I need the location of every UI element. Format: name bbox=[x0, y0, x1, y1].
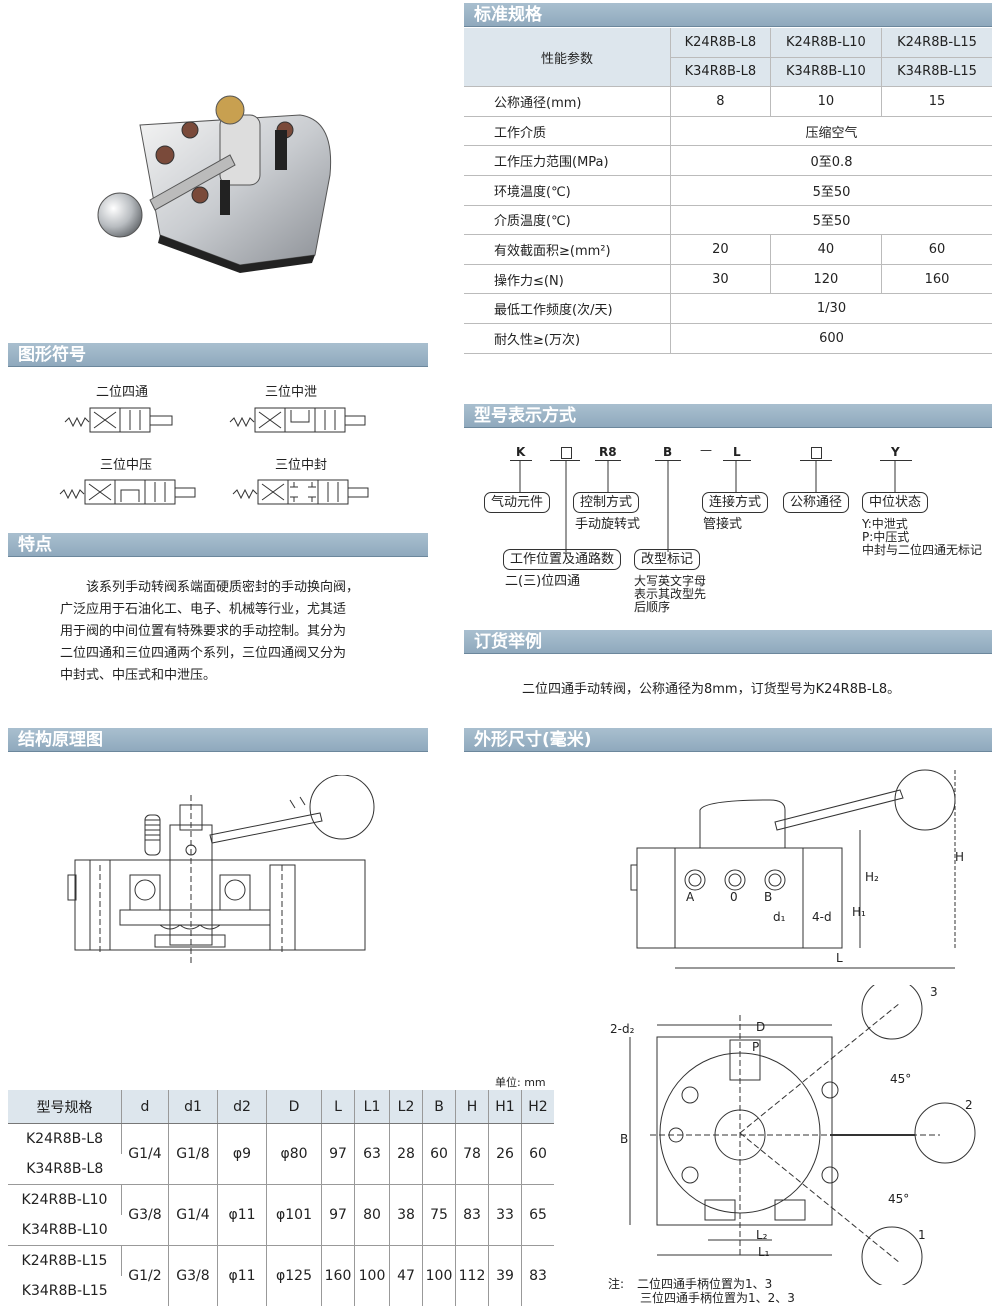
note-mid: Y:中泄式 P:中压式 中封与二位四通无标记 bbox=[862, 517, 983, 557]
spec-model: K34R8B-L15 bbox=[881, 57, 992, 88]
box-bore: 公称通径 bbox=[783, 492, 850, 513]
label-H1: H₁ bbox=[852, 905, 866, 919]
label-O: 0 bbox=[730, 890, 738, 904]
note-line2: 三位四通手柄位置为1、2、3 bbox=[640, 1291, 795, 1305]
symbol-label: 三位中泄 bbox=[265, 385, 318, 400]
label-B: B bbox=[764, 890, 773, 904]
label-L: L bbox=[836, 951, 843, 965]
spec-model: K34R8B-L10 bbox=[770, 57, 882, 88]
section-header-model: 型号表示方式 bbox=[464, 404, 992, 428]
section-header-structure: 结构原理图 bbox=[8, 728, 428, 752]
outline-front-view bbox=[630, 769, 956, 969]
features-text: 该系列手动转阀系端面硬质密封的手动换向阀， 广泛应用于石油化工、电子、机械等行业… bbox=[60, 580, 360, 683]
spec-row: 耐久性≥(万次)600 bbox=[464, 323, 992, 354]
code-Y: Y bbox=[891, 445, 900, 459]
note-connection: 管接式 bbox=[703, 517, 743, 532]
table-row: K24R8B-L10 G3/8 G1/4 φ11 φ101 97 80 38 7… bbox=[8, 1184, 554, 1246]
section-header-features: 特点 bbox=[8, 533, 428, 557]
spec-table: 性能参数 K24R8B-L8 K24R8B-L10 K24R8B-L15 K34… bbox=[464, 28, 992, 354]
table-row: K24R8B-L15 G1/2 G3/8 φ11 φ125 160 100 47… bbox=[8, 1245, 554, 1306]
note-control: 手动旋转式 bbox=[575, 517, 641, 532]
box-position: 工作位置及通路数 bbox=[503, 549, 622, 570]
code-B: B bbox=[663, 445, 673, 459]
box-revision: 改型标记 bbox=[634, 549, 701, 570]
code-L: L bbox=[733, 445, 741, 459]
symbol-label: 三位中压 bbox=[100, 458, 153, 473]
order-text: 二位四通手动转阀，公称通径为8mm，订货型号为K24R8B-L8。 bbox=[522, 682, 901, 697]
code-placeholder bbox=[561, 447, 572, 459]
section-header-spec: 标准规格 bbox=[464, 3, 992, 27]
label-angle2: 45° bbox=[888, 1192, 910, 1206]
table-row: K24R8B-L8 G1/4 G1/8 φ9 φ80 97 63 28 60 7… bbox=[8, 1123, 554, 1185]
outline-top-view bbox=[629, 985, 976, 1285]
section-header-order: 订货举例 bbox=[464, 630, 992, 654]
unit-label: 单位: mm bbox=[495, 1076, 546, 1089]
label-angle1: 45° bbox=[890, 1072, 912, 1086]
spec-model: K24R8B-L8 bbox=[670, 28, 771, 58]
spec-row: 环境温度(℃)5至50 bbox=[464, 175, 992, 206]
model-code-lines bbox=[519, 460, 896, 552]
dimension-table: 型号规格 d d1 d2 D L L1 L2 B H H1 H2 K24R8B-… bbox=[8, 1090, 554, 1306]
symbol-2pos-4way bbox=[64, 407, 173, 433]
spec-row: 工作压力范围(MPa)0至0.8 bbox=[464, 145, 992, 176]
symbol-3pos-pressure bbox=[59, 479, 196, 505]
spec-row: 最低工作频度(次/天)1/30 bbox=[464, 293, 992, 324]
symbol-3pos-exhaust bbox=[229, 407, 366, 433]
label-L2: L₂ bbox=[756, 1228, 768, 1242]
spec-param-header: 性能参数 bbox=[464, 28, 671, 88]
label-L1: L₁ bbox=[758, 1245, 770, 1259]
label-H2: H₂ bbox=[865, 870, 879, 884]
note-label: 注: bbox=[608, 1277, 625, 1291]
box-connection: 连接方式 bbox=[702, 492, 769, 513]
label-4d: 4-d bbox=[812, 910, 832, 924]
section-header-symbols: 图形符号 bbox=[8, 343, 428, 367]
spec-model: K34R8B-L8 bbox=[670, 57, 771, 88]
note-position: 二(三)位四通 bbox=[505, 574, 581, 589]
section-header-outline: 外形尺寸(毫米) bbox=[464, 728, 992, 752]
spec-row: 介质温度(℃)5至50 bbox=[464, 205, 992, 236]
box-midstate: 中位状态 bbox=[862, 492, 929, 513]
product-photo bbox=[97, 95, 332, 273]
symbol-label: 三位中封 bbox=[275, 458, 328, 473]
table-row: K34R8B-L8 bbox=[8, 1154, 554, 1185]
note-revision: 大写英文字母 表示其改型先 后顺序 bbox=[634, 574, 707, 614]
note-line1: 二位四通手柄位置为1、3 bbox=[637, 1277, 773, 1291]
label-2d2: 2-d₂ bbox=[610, 1022, 635, 1036]
label-pos3: 3 bbox=[930, 985, 938, 999]
table-row: K34R8B-L10 bbox=[8, 1215, 554, 1246]
structure-drawing bbox=[67, 775, 375, 965]
box-control: 控制方式 bbox=[573, 492, 640, 513]
symbol-3pos-closed bbox=[232, 479, 369, 505]
label-B-side: B bbox=[620, 1132, 629, 1146]
label-pos1: 1 bbox=[918, 1228, 926, 1242]
label-d1: d₁ bbox=[773, 910, 786, 924]
code-R8: R8 bbox=[599, 445, 617, 459]
spec-model: K24R8B-L15 bbox=[881, 28, 992, 58]
label-D: D bbox=[756, 1020, 766, 1034]
box-pneumatic: 气动元件 bbox=[484, 492, 551, 513]
code-placeholder bbox=[811, 447, 822, 459]
label-H: H bbox=[955, 850, 965, 864]
label-pos2: 2 bbox=[965, 1098, 973, 1112]
code-dash: — bbox=[700, 443, 712, 457]
label-P: P bbox=[752, 1040, 760, 1054]
symbol-label: 二位四通 bbox=[96, 385, 149, 400]
spec-row: 工作介质压缩空气 bbox=[464, 116, 992, 147]
code-K: K bbox=[516, 445, 526, 459]
table-row: K34R8B-L15 bbox=[21, 1283, 108, 1299]
label-A: A bbox=[686, 890, 695, 904]
spec-model: K24R8B-L10 bbox=[770, 28, 882, 58]
